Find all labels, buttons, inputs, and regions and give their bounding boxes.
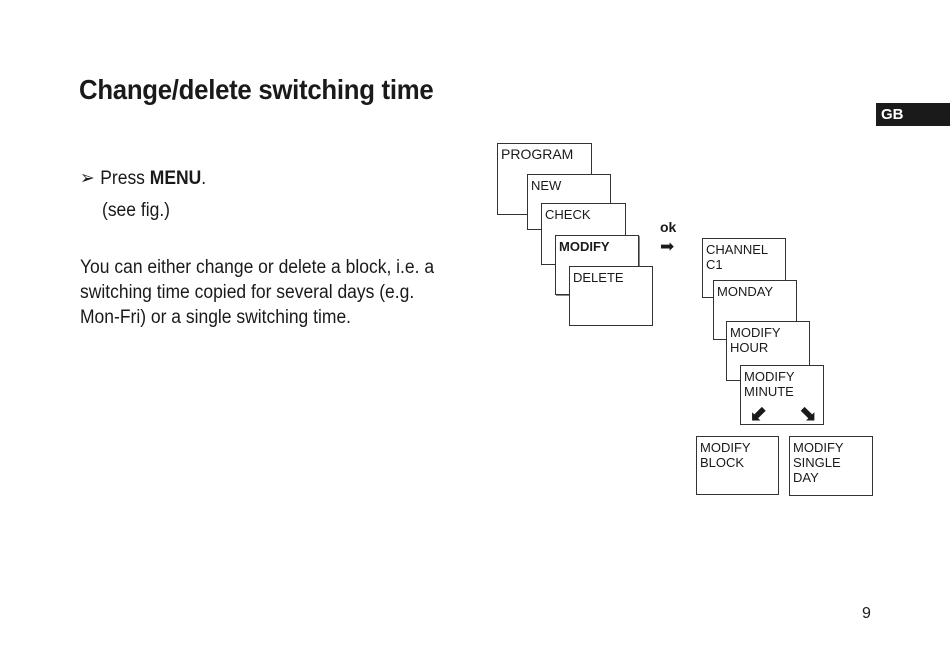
down-left-arrow-icon: ⬋ — [750, 400, 769, 425]
bullet-prefix: Press — [100, 168, 150, 189]
bullet-arrow-icon: ➢ — [80, 168, 95, 189]
modify-box-minute: MODIFY MINUTE — [740, 365, 824, 425]
menu-box-delete: DELETE — [569, 266, 653, 326]
see-fig-note: (see fig.) — [102, 200, 171, 221]
ok-label: ok — [660, 219, 677, 235]
menu-key: MENU — [149, 168, 202, 189]
choice-box-single-day: MODIFY SINGLE DAY — [789, 436, 873, 496]
explanation-paragraph: You can either change or delete a block,… — [80, 257, 435, 328]
page-title: Change/delete switching time — [79, 74, 434, 105]
right-arrow-icon: ➡ — [660, 237, 675, 256]
page-number: 9 — [862, 605, 871, 622]
language-badge: GB — [876, 103, 950, 126]
down-right-arrow-icon: ⬊ — [798, 400, 817, 425]
choice-box-block: MODIFY BLOCK — [696, 436, 779, 495]
bullet-suffix: . — [201, 168, 207, 189]
press-menu-instruction: ➢Press MENU. — [80, 166, 206, 191]
